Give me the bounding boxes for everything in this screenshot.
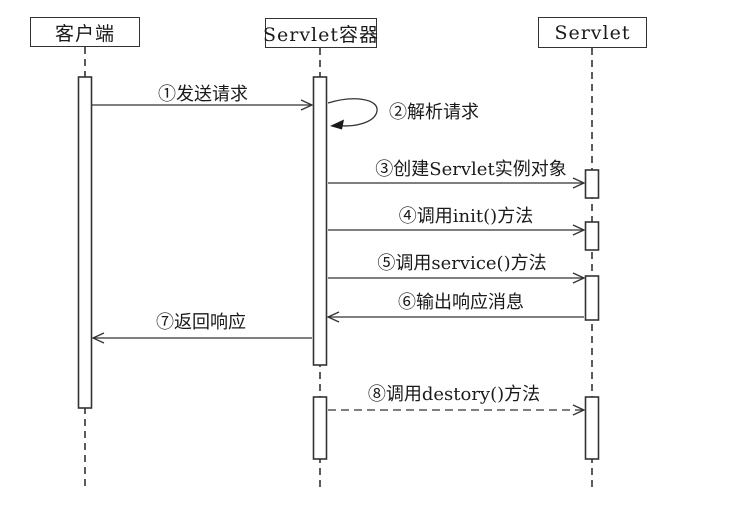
container-activation-bar-main	[312, 76, 328, 366]
message-4-arrowhead-icon	[572, 224, 586, 236]
message-6-label: ⑥输出响应消息	[398, 292, 524, 313]
message-2-arrowhead-icon	[330, 119, 344, 130]
message-4-label: ④调用init()方法	[398, 206, 534, 227]
actor-label-client: 客户端	[54, 22, 115, 45]
actor-label-servlet-container: Servlet容器	[262, 23, 380, 46]
message-1-arrowhead-icon	[300, 99, 314, 111]
servlet-activation-bar-init	[584, 221, 600, 251]
message-8-arrowhead-icon	[572, 404, 586, 416]
message-7-label: ⑦返回响应	[156, 312, 246, 333]
servlet-activation-bar-service	[584, 275, 600, 321]
message-2-label: ②解析请求	[389, 102, 479, 123]
message-5-arrowhead-icon	[572, 272, 586, 284]
client-activation-bar	[77, 76, 93, 409]
actor-label-servlet: Servlet	[554, 21, 631, 44]
message-1-label: ①发送请求	[158, 84, 248, 105]
message-3-label: ③创建Servlet实例对象	[375, 159, 567, 180]
message-3-arrowhead-icon	[572, 177, 586, 189]
container-activation-bar-destroy	[312, 396, 328, 460]
actor-box-servlet: Servlet	[538, 17, 647, 48]
actor-box-servlet-container: Servlet容器	[262, 18, 380, 48]
message-8-label: ⑧调用destory()方法	[367, 384, 541, 405]
message-5-label: ⑤调用service()方法	[377, 253, 547, 274]
message-2-self-loop	[327, 98, 378, 127]
servlet-activation-bar-destroy	[584, 396, 600, 460]
message-6-arrowhead-icon	[326, 311, 340, 323]
servlet-activation-bar-create	[584, 169, 600, 199]
message-7-arrowhead-icon	[91, 332, 105, 344]
actor-box-client: 客户端	[30, 17, 140, 47]
